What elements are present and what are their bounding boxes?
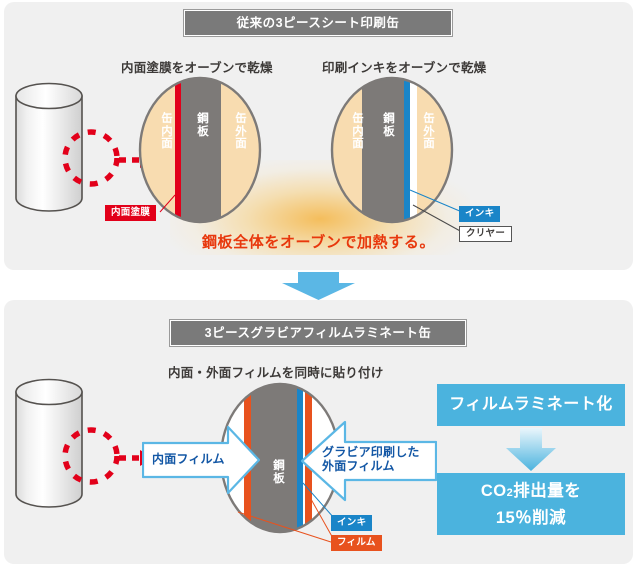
xsec-a-label-steel: 鋼板: [197, 113, 209, 138]
cross-section-inner-coating: [138, 76, 262, 224]
caption-inner-coating-dry: 内面塗膜をオーブンで乾燥: [121, 61, 273, 75]
cylinder-can-icon: [15, 82, 83, 212]
xsec-a-label-inner: 缶内面: [161, 113, 173, 150]
result-co2-line1: CO2排出量を: [437, 479, 625, 506]
callout-ink-top: インキ: [459, 206, 501, 222]
layer-ink: [297, 384, 303, 532]
dashed-circle-icon: [62, 129, 120, 187]
caption-film-lamination: 内面・外面フィルムを同時に貼り付け: [168, 366, 384, 380]
callout-film-bottom: フィルム: [331, 535, 382, 551]
xsec-a-label-outer: 缶外面: [235, 113, 247, 150]
layer-clear: [410, 78, 417, 222]
inner-film-arrow: [142, 425, 260, 495]
layer-steel: [251, 384, 297, 532]
outer-film-arrow-label-line1: グラビア印刷した: [322, 445, 420, 459]
result-box-co2: CO2排出量を 15％削減: [437, 473, 625, 535]
inner-film-arrow-label: 内面フィルム: [152, 452, 225, 466]
co2-suffix: 排出量を: [513, 482, 582, 500]
co2-subscript: 2: [506, 487, 514, 499]
callout-clear-top: クリヤー: [459, 226, 513, 242]
co2-text: CO: [480, 482, 507, 500]
cylinder-can-icon: [15, 378, 83, 508]
result-co2-line2: 15％削減: [495, 509, 567, 527]
dashed-circle-icon: [62, 427, 120, 485]
layer-inner-coating: [175, 78, 181, 222]
result-down-arrow-icon: [506, 428, 556, 471]
xsec-b-label-inner: 缶内面: [352, 113, 364, 150]
callout-inner-coating: 内面塗膜: [105, 205, 157, 221]
xsec-c-label-steel: 鋼板: [273, 460, 285, 485]
outer-film-arrow-label-line2: 外面フィルム: [322, 459, 395, 473]
outer-film-arrow-label: グラビア印刷した 外面フィルム: [322, 445, 420, 473]
section-banner-laminate: 3ピースグラビアフィルムラミネート缶: [169, 319, 467, 347]
xsec-b-label-outer: 缶外面: [423, 113, 435, 150]
result-box-lamination: フィルムラミネート化: [437, 384, 625, 426]
section-banner-conventional: 従来の3ピースシート印刷缶: [183, 9, 453, 37]
transition-down-arrow-icon: [282, 272, 355, 300]
callout-ink-bottom: インキ: [331, 515, 373, 531]
magnifier-indicator: [62, 427, 154, 485]
outer-film-arrow: [301, 420, 437, 502]
layer-steel: [362, 78, 404, 222]
xsec-b-label-steel: 鋼板: [383, 113, 395, 138]
caption-ink-dry: 印刷インキをオーブンで乾燥: [322, 61, 487, 75]
layer-ink: [404, 78, 410, 222]
layer-steel: [181, 78, 221, 222]
heat-note-text: 鋼板全体をオーブンで加熱する。: [201, 234, 436, 251]
